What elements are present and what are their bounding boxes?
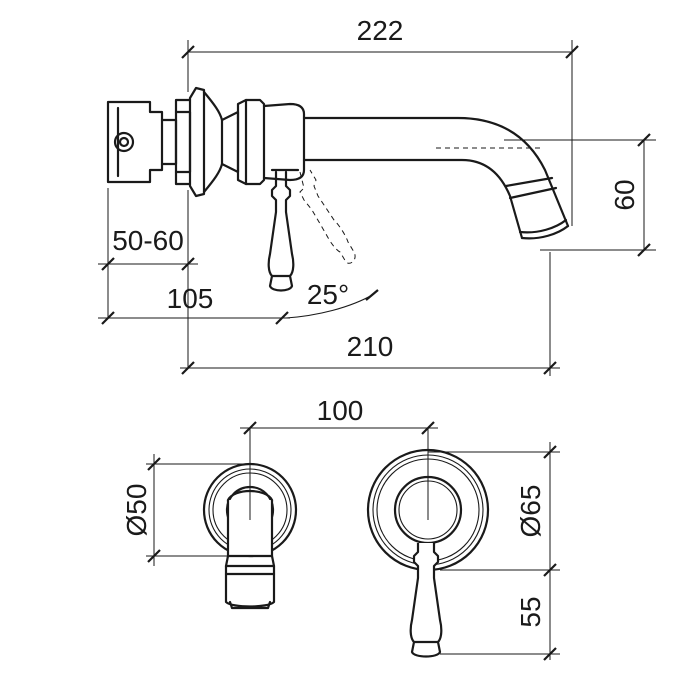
front-elevation [202, 448, 490, 658]
dimension-spout-plate-diameter: Ø50 [121, 484, 152, 537]
mixer-plate [366, 448, 490, 658]
dimension-wall-depth: 50-60 [112, 225, 184, 256]
front-dimensions: 100 Ø50 Ø65 55 [121, 395, 560, 661]
side-elevation [106, 86, 570, 319]
angle-arc [285, 293, 375, 319]
flange [188, 86, 224, 198]
dimension-lever-angle: 25° [307, 279, 349, 310]
spout [302, 116, 570, 240]
spout-plate [202, 462, 298, 610]
dimension-overall-length: 222 [357, 15, 404, 46]
hub-body [220, 98, 306, 186]
wall-body [106, 98, 192, 186]
dimension-mixer-plate-diameter: Ø65 [515, 485, 546, 538]
side-dimensions: 222 50-60 105 25° 210 60 [98, 15, 656, 376]
dimension-spout-projection: 210 [347, 331, 394, 362]
lever-rotated [299, 169, 356, 264]
dimension-spout-height: 60 [609, 179, 640, 210]
dimension-lever-length: 55 [515, 596, 546, 627]
dimension-lever-offset: 105 [167, 283, 214, 314]
lever [267, 170, 295, 292]
dimension-centres: 100 [317, 395, 364, 426]
